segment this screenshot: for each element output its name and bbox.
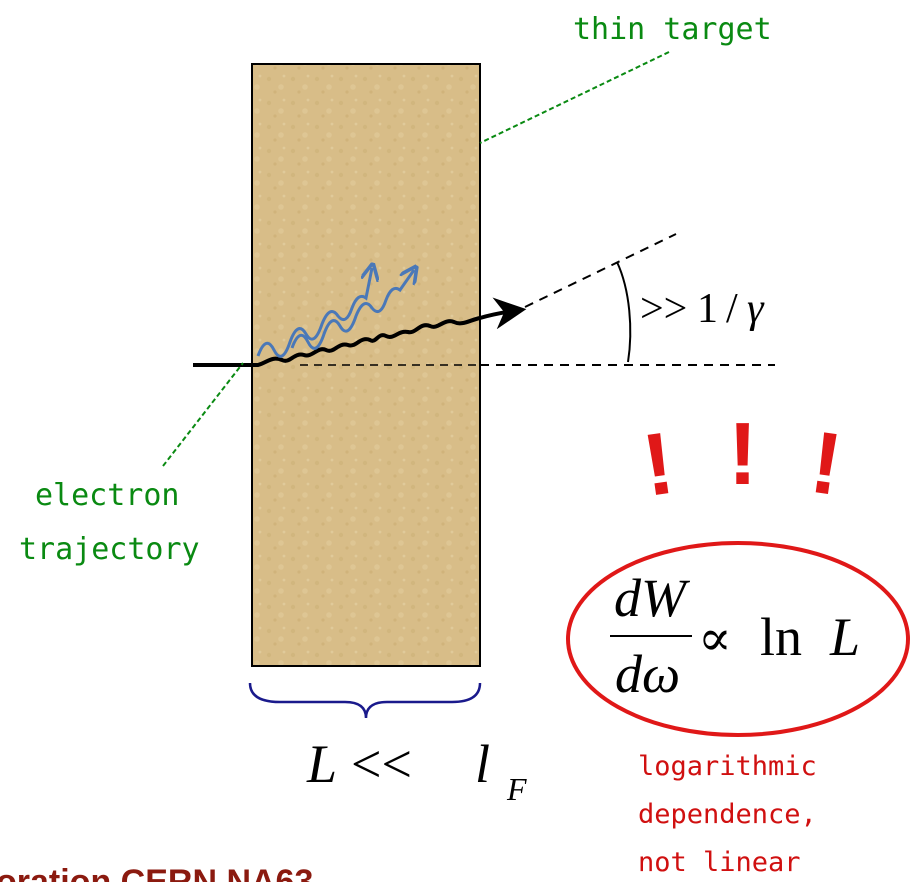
thin-target-leader [479, 51, 670, 144]
length-op: << [351, 734, 412, 794]
angle-slash: / [726, 286, 738, 332]
formula-proportional: ∝ [698, 610, 732, 666]
exclaim-2: ! [728, 404, 757, 503]
photon-wave-2 [290, 270, 414, 350]
length-l: l [475, 734, 490, 794]
electron-label-line2: trajectory [19, 532, 200, 567]
thin-target-label: thin target [573, 12, 772, 47]
photon-emission [256, 268, 414, 358]
angle-arc [616, 261, 632, 363]
angle-value: 1 [697, 286, 718, 332]
angle-op: >> [640, 286, 687, 332]
exclaim-1: ! [637, 413, 680, 515]
formula-numerator: dW [614, 568, 691, 628]
note-line2: dependence, [638, 799, 817, 830]
footer-collaboration: oration CERN NA63 [0, 863, 313, 882]
formula-ln: ln [760, 607, 802, 667]
formula-L: L [829, 607, 860, 667]
length-L: L [306, 734, 337, 794]
note-line3: not linear [638, 847, 801, 878]
electron-trajectory [193, 297, 527, 367]
note-line1: logarithmic [638, 751, 817, 782]
scattered-direction [524, 233, 677, 308]
exclaim-3: ! [805, 412, 848, 514]
photon-wave-1 [256, 268, 372, 358]
electron-leader [162, 362, 244, 467]
length-subscript: F [506, 771, 527, 807]
length-brace [248, 682, 482, 719]
formula-ellipse [566, 541, 910, 737]
electron-label-line1: electron [35, 478, 180, 513]
formula-denominator: dω [615, 644, 680, 704]
angle-gamma: γ [747, 286, 765, 332]
